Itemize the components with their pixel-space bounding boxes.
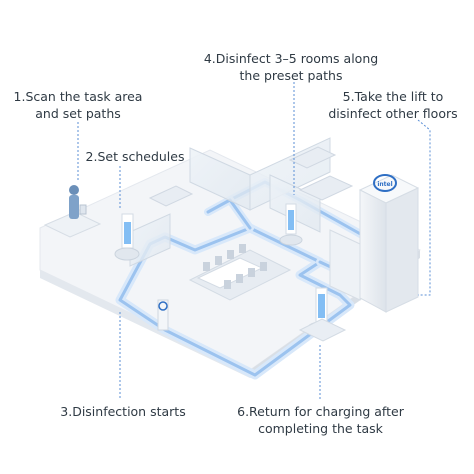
- disinfection-robot: [298, 287, 347, 342]
- lift-logo-icon: intel: [373, 174, 397, 192]
- svg-text:intel: intel: [377, 181, 392, 188]
- step-1-label: 1.Scan the task area and set paths: [13, 89, 143, 121]
- office-desks: [148, 146, 354, 207]
- leader-lines: [77, 82, 431, 400]
- meeting-room: [188, 244, 292, 301]
- step-5-label: 5.Take the lift to disinfect other floor…: [328, 89, 458, 121]
- step-4-label: 4.Disinfect 3–5 rooms along the preset p…: [203, 51, 379, 83]
- lift-tower: intel: [329, 174, 420, 313]
- step-6-label: 6.Return for charging after completing t…: [237, 404, 404, 436]
- step-3-label: 3.Disinfection starts: [60, 404, 186, 419]
- disinfection-robot: [279, 203, 303, 246]
- operator-figure: [43, 185, 102, 238]
- charging-pile-icon: [157, 299, 169, 331]
- step-2-label: 2.Set schedules: [85, 149, 185, 164]
- disinfection-robot: [114, 213, 140, 261]
